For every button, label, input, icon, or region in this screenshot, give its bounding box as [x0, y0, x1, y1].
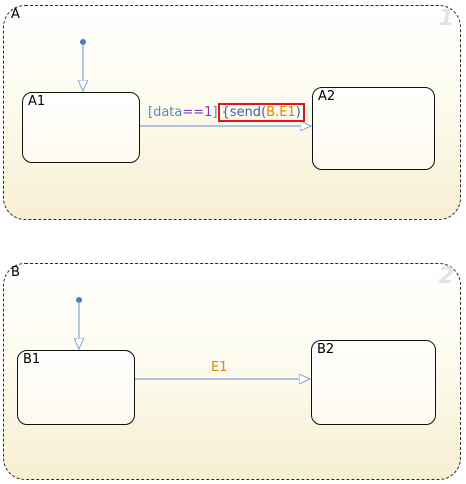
state-b2-label: B2	[317, 342, 335, 357]
superstate-a-order-number: 1	[438, 6, 454, 31]
state-b1[interactable]: B1	[17, 350, 135, 425]
state-a1[interactable]: A1	[22, 92, 140, 163]
condition-open: [data	[148, 105, 183, 120]
superstate-b-label: B	[11, 265, 20, 280]
state-a2-label: A2	[318, 89, 336, 104]
state-b2[interactable]: B2	[311, 340, 436, 425]
superstate-b-order-number: 2	[438, 264, 454, 289]
state-b1-label: B1	[23, 352, 41, 367]
condition-close: ]	[212, 105, 218, 120]
state-a2[interactable]: A2	[312, 87, 435, 170]
transition-label-a[interactable]: [data == 1 ] { send ( B.E1 )	[148, 103, 305, 122]
action-paren-close: )	[295, 105, 301, 120]
condition-operator: ==	[182, 105, 205, 120]
action-open: {	[221, 105, 230, 120]
condition-value: 1	[204, 105, 213, 120]
highlighted-action[interactable]: { send ( B.E1 )	[217, 103, 305, 122]
superstate-a-label: A	[11, 7, 20, 22]
action-function: send	[229, 105, 262, 120]
action-paren-open: (	[261, 105, 267, 120]
action-args: B.E1	[266, 105, 296, 120]
transition-label-b[interactable]: E1	[211, 360, 228, 375]
state-a1-label: A1	[28, 94, 46, 109]
